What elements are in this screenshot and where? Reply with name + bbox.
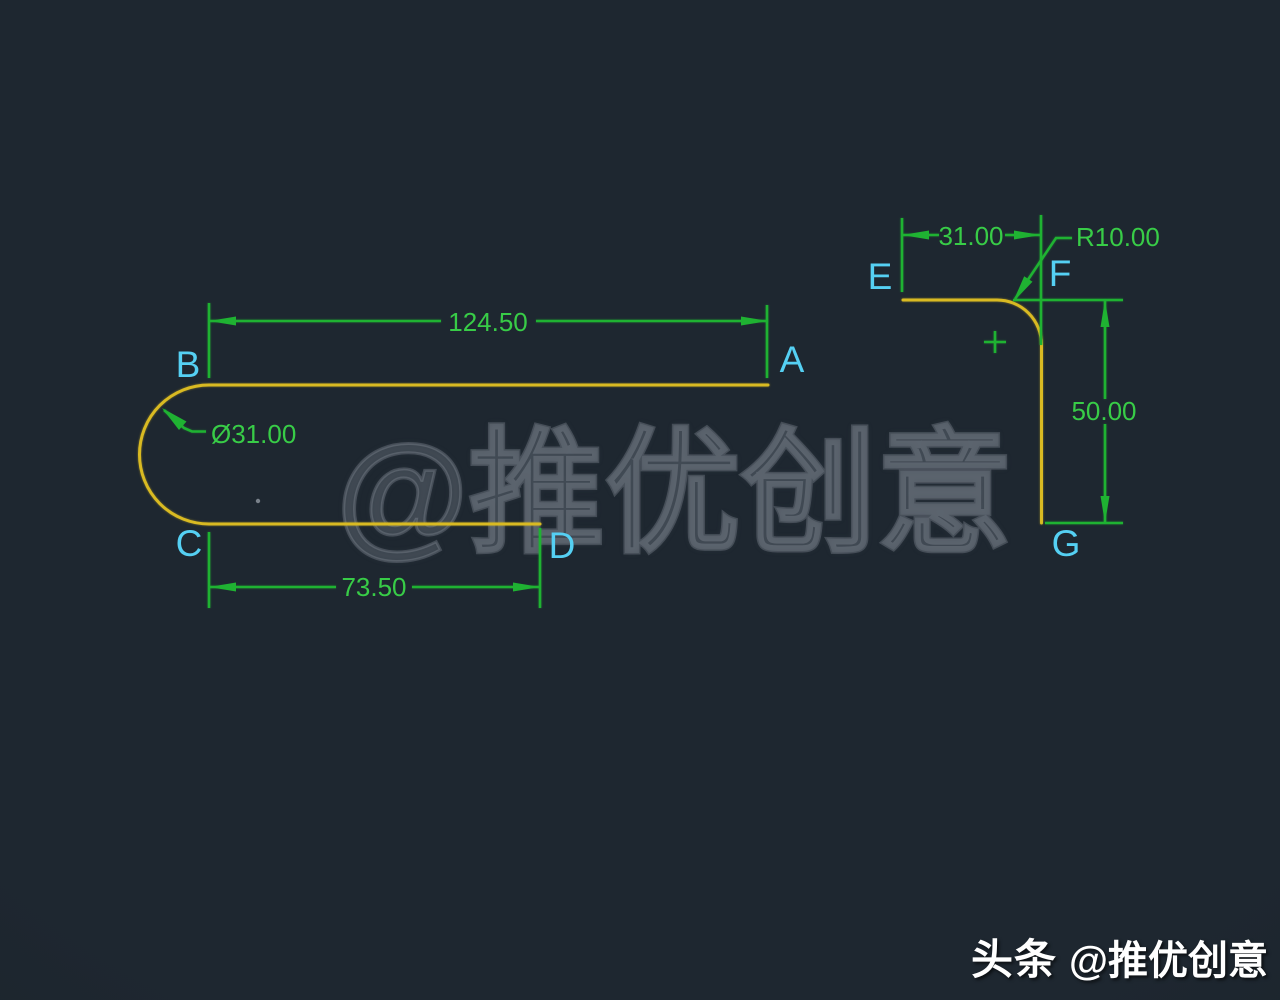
- vertex-label-f: F: [1049, 253, 1072, 294]
- dim-value: 31.00: [938, 221, 1003, 251]
- dim-ef-width: 31.00: [900, 215, 1043, 345]
- brand-handle: @推优创意: [1068, 939, 1268, 983]
- leader-arrowhead: [162, 408, 187, 430]
- dim-cd-width: 73.50: [207, 528, 542, 608]
- arrowhead-left: [209, 316, 236, 326]
- dim-fg-height: 50.00: [1013, 298, 1137, 525]
- leader-arrowhead: [1013, 276, 1033, 302]
- watermark: @推优创意: [335, 417, 1015, 570]
- vertex-label-b: B: [176, 344, 201, 385]
- arrowhead-right: [513, 582, 540, 592]
- left-figure: 124.50 73.50 Ø31.00 B A C D: [138, 303, 805, 608]
- leader-diameter: Ø31.00: [162, 408, 296, 449]
- vertex-label-d: D: [549, 525, 576, 566]
- vertex-label-e: E: [868, 256, 893, 297]
- stray-dot: [255, 498, 261, 504]
- leader-line: [1013, 236, 1072, 300]
- leader-radius: R10.00: [1013, 222, 1160, 302]
- dim-value: 73.50: [341, 572, 406, 602]
- arrowhead-bottom: [1100, 496, 1110, 523]
- arrowhead-right: [1014, 230, 1041, 240]
- brand-logo-text: 头条: [970, 936, 1057, 983]
- profile-a-b-c-d: [138, 383, 770, 526]
- center-cross: [984, 331, 1006, 353]
- right-figure: 31.00 R10.00 50.00 E F G: [868, 215, 1160, 564]
- vertex-label-g: G: [1052, 523, 1081, 564]
- dim-value: Ø31.00: [211, 419, 296, 449]
- arrowhead-left: [209, 582, 236, 592]
- vertex-label-c: C: [176, 523, 203, 564]
- arrowhead-right: [741, 316, 768, 326]
- dim-value: R10.00: [1076, 222, 1160, 252]
- fillet-center-mark: [984, 331, 1006, 353]
- profile-e-f-g: [901, 298, 1043, 525]
- dim-value: 50.00: [1071, 396, 1136, 426]
- arrowhead-left: [902, 230, 929, 240]
- arrowhead-top: [1100, 300, 1110, 327]
- dim-value: 124.50: [448, 307, 528, 337]
- vertex-label-a: A: [780, 339, 805, 380]
- brand-footer: 头条 @推优创意: [971, 926, 1268, 987]
- dim-ab-width: 124.50: [207, 303, 769, 378]
